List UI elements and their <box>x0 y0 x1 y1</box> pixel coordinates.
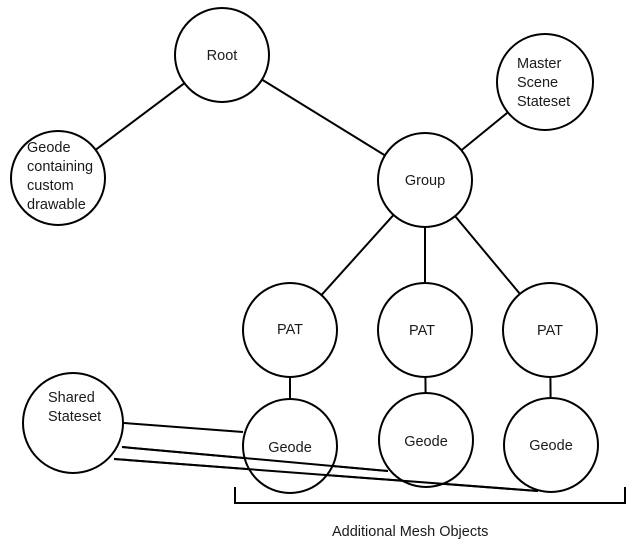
node-label: Geode <box>529 438 573 454</box>
node-root: Root <box>174 7 270 103</box>
node-label-line: Geode <box>529 438 573 454</box>
shared-stateset-links-overlay <box>113 446 539 492</box>
node-circle <box>378 392 474 488</box>
node-circle <box>377 282 473 378</box>
node-label-line: Geode <box>404 434 448 450</box>
node-circle <box>242 282 338 378</box>
node-label: Geode <box>404 434 448 450</box>
node-label-line: PAT <box>537 323 563 339</box>
node-label-line: Root <box>207 48 238 64</box>
node-label-line: Shared <box>48 390 95 406</box>
node-circle <box>174 7 270 103</box>
node-label-line: custom <box>27 178 74 194</box>
edge-shared-stateset-to-geode-2-overlay <box>121 446 389 472</box>
node-circle <box>503 397 599 493</box>
node-label-line: drawable <box>27 197 86 213</box>
node-label: Geode <box>268 440 312 456</box>
node-label: Root <box>207 48 238 64</box>
node-label-line: PAT <box>277 322 303 338</box>
node-geode-2: Geode <box>378 392 474 488</box>
node-label-line: containing <box>27 159 93 175</box>
mesh-objects-bracket <box>234 487 626 504</box>
node-pat-1: PAT <box>242 282 338 378</box>
node-label: PAT <box>409 323 435 339</box>
node-group: Group <box>377 132 473 228</box>
node-geode-1: Geode <box>242 398 338 494</box>
node-label-line: Stateset <box>517 94 570 110</box>
edge-master-stateset-to-group <box>460 111 509 152</box>
node-geode-3: Geode <box>503 397 599 493</box>
node-circle <box>377 132 473 228</box>
node-label: Group <box>405 173 445 189</box>
node-label-line: Stateset <box>48 409 101 425</box>
node-geode-custom: Geode containing custom drawable <box>10 130 106 226</box>
node-label: PAT <box>537 323 563 339</box>
node-pat-2: PAT <box>377 282 473 378</box>
edge-root-to-group <box>261 78 386 157</box>
node-circle <box>496 33 594 131</box>
edge-shared-stateset-to-geode-3-overlay <box>113 458 539 492</box>
bracket-label: Additional Mesh Objects <box>332 524 488 540</box>
node-circle <box>10 130 106 226</box>
edge-group-to-pat-3 <box>454 215 521 295</box>
node-circle <box>22 372 124 474</box>
node-label: Geode containing custom drawable <box>27 140 93 213</box>
edge-root-to-geode-custom <box>94 82 185 151</box>
node-label: PAT <box>277 322 303 338</box>
node-label-line: Master <box>517 56 561 72</box>
node-circle <box>242 398 338 494</box>
node-circle <box>502 282 598 378</box>
node-label-line: PAT <box>409 323 435 339</box>
node-label-line: Scene <box>517 75 558 91</box>
node-label-line: Geode <box>27 140 71 156</box>
edge-group-to-pat-1 <box>320 214 395 296</box>
edge-shared-stateset-to-geode-1 <box>123 422 244 433</box>
node-label-line: Group <box>405 173 445 189</box>
node-pat-3: PAT <box>502 282 598 378</box>
node-label-line: Geode <box>268 440 312 456</box>
